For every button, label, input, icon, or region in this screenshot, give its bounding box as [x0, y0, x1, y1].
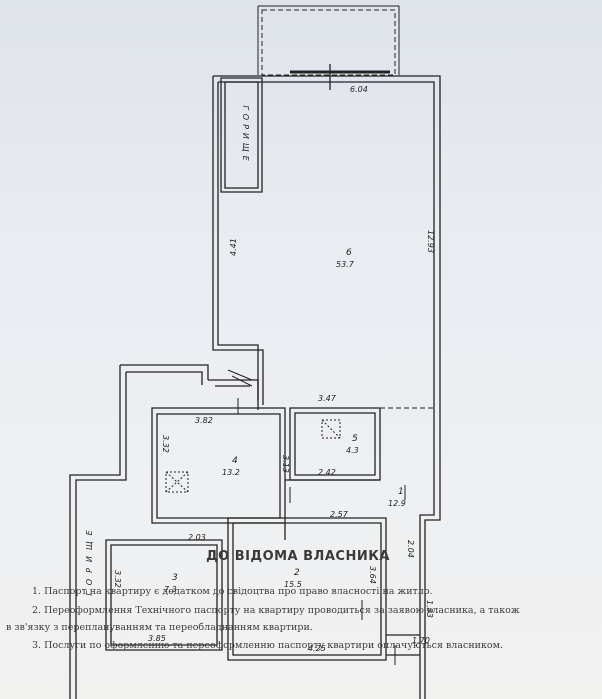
dim-room4-left: 3.32 [161, 435, 170, 453]
owner-notes: ДО ВІДОМА ВЛАСНИКА 1. Паспорт на квартир… [0, 545, 602, 699]
dim-room5-bottom: 2.42 [318, 468, 336, 477]
owner-title: ДО ВІДОМА ВЛАСНИКА [206, 549, 390, 564]
room-4-number: 4 [232, 456, 238, 466]
room-4-walls [151, 407, 286, 524]
attic-label: ГОРИЩЕ [85, 524, 94, 595]
room-2-area: 15.5 [284, 580, 302, 589]
room-6-number: 6 [346, 248, 352, 258]
note-3: 3. Послуги по оформленню та переоформлен… [32, 640, 504, 651]
room-1-number: 1 [398, 487, 404, 497]
room-3-area: 7.3 [164, 585, 177, 594]
dim-room4-bottom: 2.03 [188, 533, 206, 542]
dim-room4-right: 3.13 [281, 455, 290, 473]
dim-room1-top: 2.57 [330, 510, 349, 519]
room-3-number: 3 [172, 573, 178, 583]
dim-room3-bottom: 3.85 [148, 634, 166, 643]
dim-balcony-width: 6.04 [350, 85, 368, 94]
dim-room2-right: 3.64 [368, 566, 377, 584]
room-5-area: 4.3 [346, 446, 359, 455]
dim-left-upper: 4.41 [229, 238, 238, 256]
dim-room2-bottom: 4.25 [308, 644, 326, 653]
note-1: 1. Паспорт на квартиру є додатком до сві… [32, 586, 433, 597]
room-1-area: 12.9 [388, 499, 406, 508]
room-6-walls [213, 75, 441, 699]
note-2: 2. Переоформлення Технічного паспорту на… [32, 605, 520, 616]
dim-room6-bottom: 3.47 [318, 394, 337, 403]
note-2-cont: в зв'язку з переплануванням та переоблад… [6, 622, 313, 633]
dim-corridor-right: 1.33 [425, 600, 434, 618]
room-4-area: 13.2 [222, 468, 240, 477]
room-6-area: 53.7 [336, 260, 355, 269]
balcony [261, 9, 396, 76]
dim-right-wall: 12.93 [426, 230, 435, 253]
room-5-number: 5 [352, 434, 358, 444]
dim-room1-right: 2.04 [406, 540, 415, 558]
room-2-number: 2 [294, 568, 300, 578]
storage-label: ГОРИЩЕ [241, 105, 250, 164]
dim-room3-left: 3.32 [113, 570, 122, 588]
dim-room4-top: 3.82 [195, 416, 213, 425]
room-2-walls [227, 517, 387, 661]
storage-box [220, 77, 263, 193]
room-3-walls [105, 539, 223, 651]
dim-corridor-bottom: 1.70 [412, 636, 430, 645]
